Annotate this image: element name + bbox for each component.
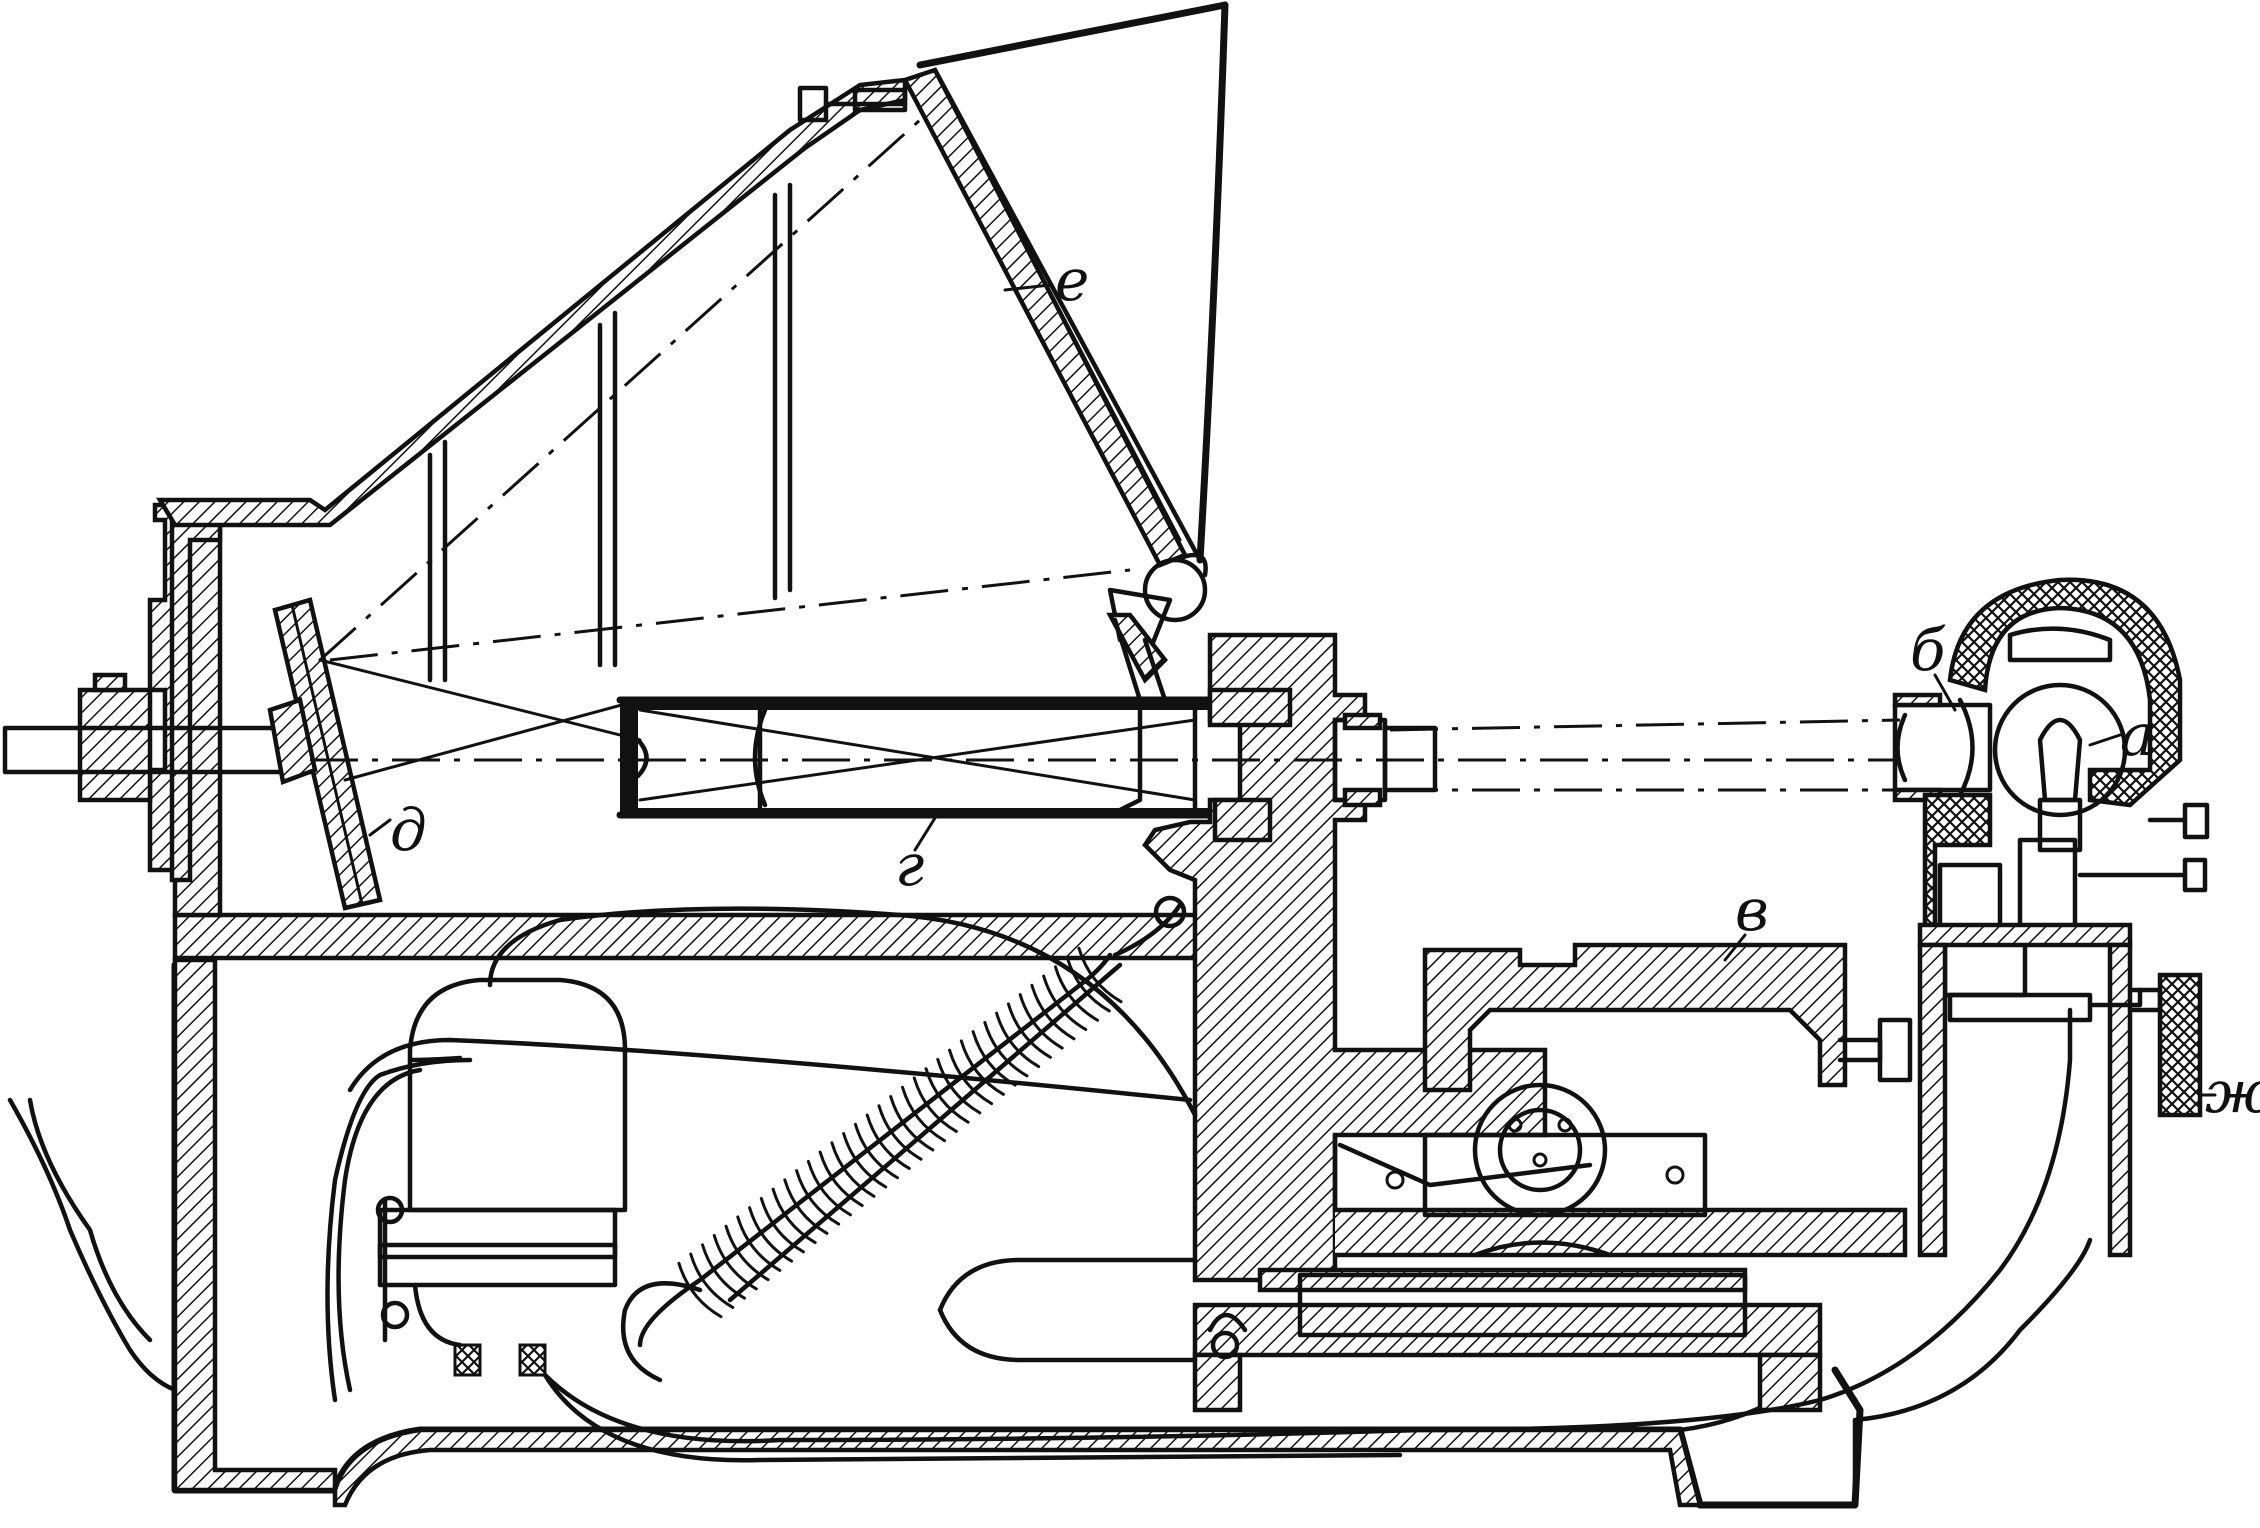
base-housing [171,912,2093,1509]
spring-coil [1053,965,1100,1022]
spring-coil [1077,946,1123,1004]
tension-spring [620,902,1183,1383]
label-d: д [390,796,427,864]
label-e: е [1055,246,1089,314]
spring-coil [748,1206,794,1263]
spring-coil [736,1215,782,1272]
motor [375,977,628,1377]
spring-coil [759,1196,805,1254]
wiring [7,906,2073,1463]
spring-coil [900,1085,947,1143]
label-b: б [1910,616,1946,684]
spring-coil [806,1159,852,1217]
spring-coil [795,1169,841,1226]
spring-coil [677,1261,723,1319]
central-column [1142,632,1908,1413]
spring-coil [912,1076,958,1133]
sprocket-mechanism [937,1082,1748,1363]
spring-coil [936,1057,982,1115]
spring-coil [959,1039,1005,1096]
label-v: в [1735,876,1769,944]
spring-coil [889,1095,935,1152]
spring-coil [689,1252,735,1309]
left-head-casting [2,77,908,918]
terminal-left [453,1343,482,1377]
mirror-d [267,597,383,911]
lamp-housing-a [1892,577,2210,1258]
label-zh: ж [2205,1058,2260,1126]
spring-coil [995,1011,1041,1069]
light-paths [310,118,1901,802]
spring-coil [783,1178,829,1235]
hood-e [901,1,1229,813]
spring-coil [853,1122,900,1180]
spring-coil [771,1187,817,1245]
slide-carrier-v [1422,942,1913,1093]
spring-coil [983,1020,1029,1078]
spring-coil [948,1048,994,1106]
spring-coil [865,1113,911,1170]
spring-coil [830,1141,876,1198]
spring-coil [1042,974,1088,1032]
spring-coil [700,1243,747,1300]
spring-coil [712,1233,758,1291]
spring-coil [1030,983,1076,1041]
spring-coil [818,1150,864,1208]
spring-coil [724,1224,770,1282]
labels: а б в г д е ж [368,246,2260,1126]
label-a: а [2120,701,2155,769]
spring-coil [1018,993,1064,1050]
terminal-right [518,1343,547,1377]
spring-coil [1065,956,1111,1013]
spring-coil [877,1104,923,1161]
spring-coil [1006,1002,1052,1059]
spring-coil [842,1132,888,1189]
spring-coils [677,946,1123,1319]
